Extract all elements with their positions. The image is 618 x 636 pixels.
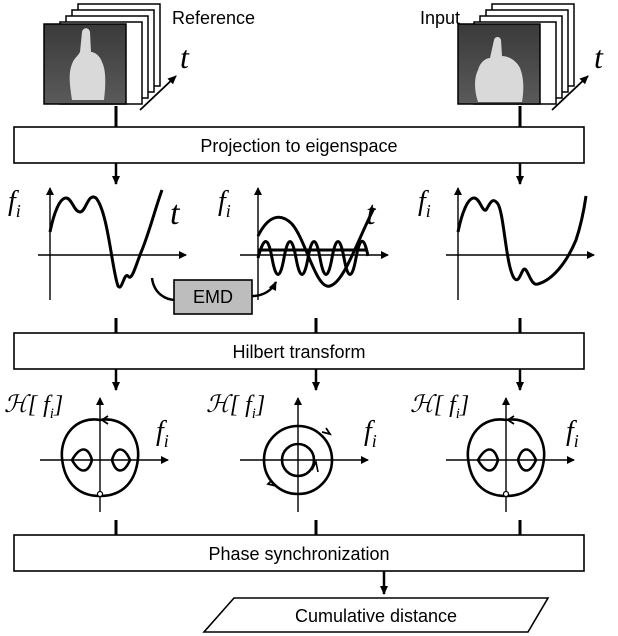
signal-plot-input xyxy=(446,187,595,300)
hilbert-label-plot2: ℋ[ fi] xyxy=(206,392,265,422)
input-label: Input xyxy=(420,8,460,28)
input-time-symbol: t xyxy=(594,39,604,75)
fi-label-plot3: fi xyxy=(418,186,431,221)
input-frame-stack xyxy=(457,3,575,105)
t-label-plot2: t xyxy=(366,195,377,232)
fi-label-phase3: fi xyxy=(566,416,579,451)
emd-label: EMD xyxy=(193,287,233,307)
fi-label-phase1: fi xyxy=(156,416,169,451)
reference-hand-shape xyxy=(69,28,106,100)
input-hand-shape xyxy=(475,37,524,102)
output-label: Cumulative distance xyxy=(295,606,457,626)
emd-output-curve xyxy=(251,281,278,298)
fi-label-phase2: fi xyxy=(364,416,377,451)
projection-box xyxy=(13,126,585,164)
signal-plot-reference xyxy=(38,187,187,300)
t-label-plot1: t xyxy=(170,195,181,232)
output-parallelogram xyxy=(202,597,550,633)
reference-time-symbol: t xyxy=(180,39,190,75)
hilbert-label-plot1: ℋ[ fi] xyxy=(4,392,63,422)
phase-plot-reference xyxy=(40,397,169,512)
phase-sync-label: Phase synchronization xyxy=(208,544,389,564)
phase-plot-input xyxy=(446,397,575,512)
signal-plot-emd xyxy=(240,187,389,300)
phase-sync-box xyxy=(13,534,585,572)
reference-label: Reference xyxy=(172,8,255,28)
reference-time-arrow xyxy=(139,75,177,111)
fi-label-plot1: fi xyxy=(8,186,21,221)
projection-label: Projection to eigenspace xyxy=(200,136,397,156)
hilbert-box xyxy=(13,332,585,370)
hilbert-label: Hilbert transform xyxy=(232,342,365,362)
emd-input-curve xyxy=(150,277,177,302)
reference-frame-stack xyxy=(43,3,161,105)
phase-plot-emd xyxy=(240,397,369,512)
hilbert-label-plot3: ℋ[ fi] xyxy=(410,392,469,422)
input-time-arrow xyxy=(551,75,589,111)
fi-label-plot2: fi xyxy=(218,186,231,221)
